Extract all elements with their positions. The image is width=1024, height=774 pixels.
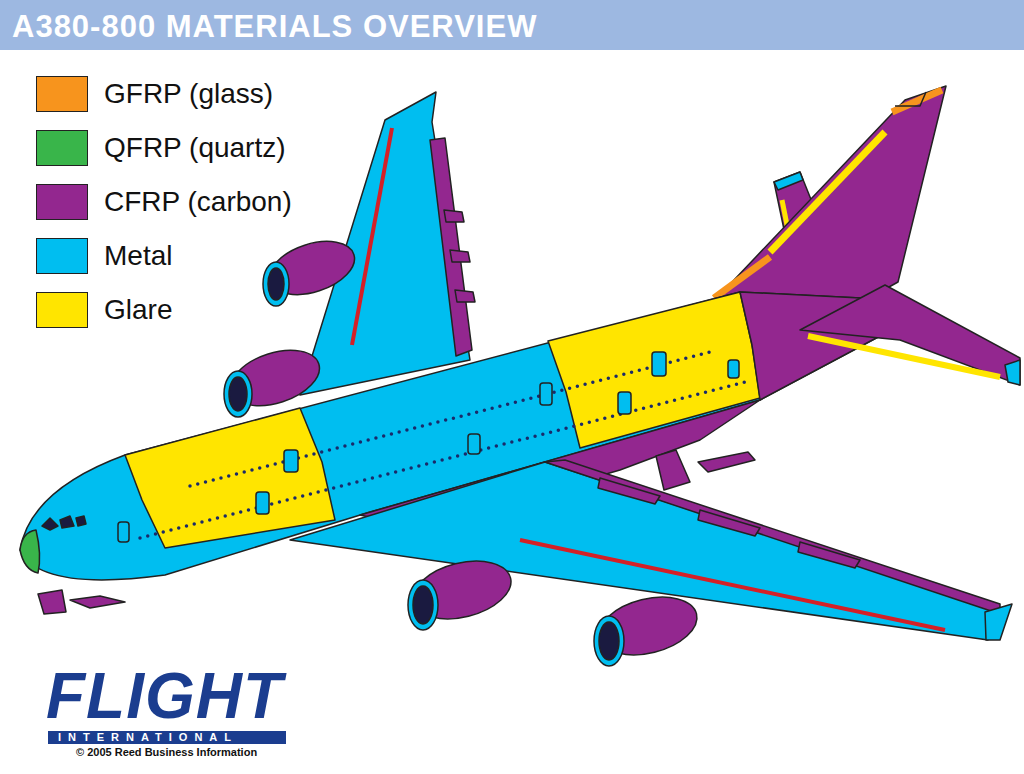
legend-label: Glare [104,294,172,326]
door [618,392,631,414]
legend-swatch [36,292,88,328]
glare-strip [770,132,885,252]
far-outer-engine [263,232,362,306]
flap-fairing [455,290,475,302]
legend-label: CFRP (carbon) [104,186,292,218]
wingtip-fence [985,604,1012,640]
loose-part [70,596,125,608]
loose-part [656,450,690,490]
near-inner-engine [407,552,517,630]
flap-fairing [444,210,464,222]
near-stabiliser [800,285,1020,385]
aircraft [20,86,1020,666]
rear-glare-section [548,292,760,448]
door [728,360,739,378]
logo-band [48,731,286,744]
legend-swatch [36,76,88,112]
legend-label: Metal [104,240,172,272]
red-strip [352,128,392,345]
cockpit-window [76,516,86,526]
cockpit-window [60,516,74,528]
upper-deck-windows [190,352,710,486]
legend-label: QFRP (quartz) [104,132,286,164]
radome [20,530,40,573]
flap-fairing [598,478,660,504]
flap-fairing [698,510,760,536]
front-glare-section [125,408,335,548]
glare-strip [808,336,1000,377]
vertical-fin [715,86,946,302]
door [540,383,552,405]
far-stabiliser-tip [774,172,803,190]
door [256,492,269,514]
loose-part [38,590,66,614]
legend-swatch [36,238,88,274]
title: A380-800 MATERIALS OVERVIEW [12,9,537,45]
copyright-note: © 2005 Reed Business Information [76,746,257,758]
door [118,522,129,542]
loose-part [698,452,755,472]
near-outer-engine [593,588,703,666]
stabiliser-tip [1005,360,1020,385]
legend-label: GFRP (glass) [104,78,273,110]
logo-wordmark: FLIGHT [46,664,283,728]
door [652,352,666,376]
flap-fairing [450,250,470,262]
door [468,434,480,454]
near-wing-flap [545,460,1000,614]
flap-fairing [798,542,860,568]
title-bar [0,0,1024,50]
door [284,450,298,472]
red-strip [520,540,945,630]
gfrp-strip [892,90,942,112]
fin-detail [895,92,926,106]
cockpit-window [42,518,58,530]
legend-swatch [36,130,88,166]
far-wing-flap [430,138,472,356]
legend-swatch [36,184,88,220]
logo-subtitle: INTERNATIONAL [58,731,238,744]
